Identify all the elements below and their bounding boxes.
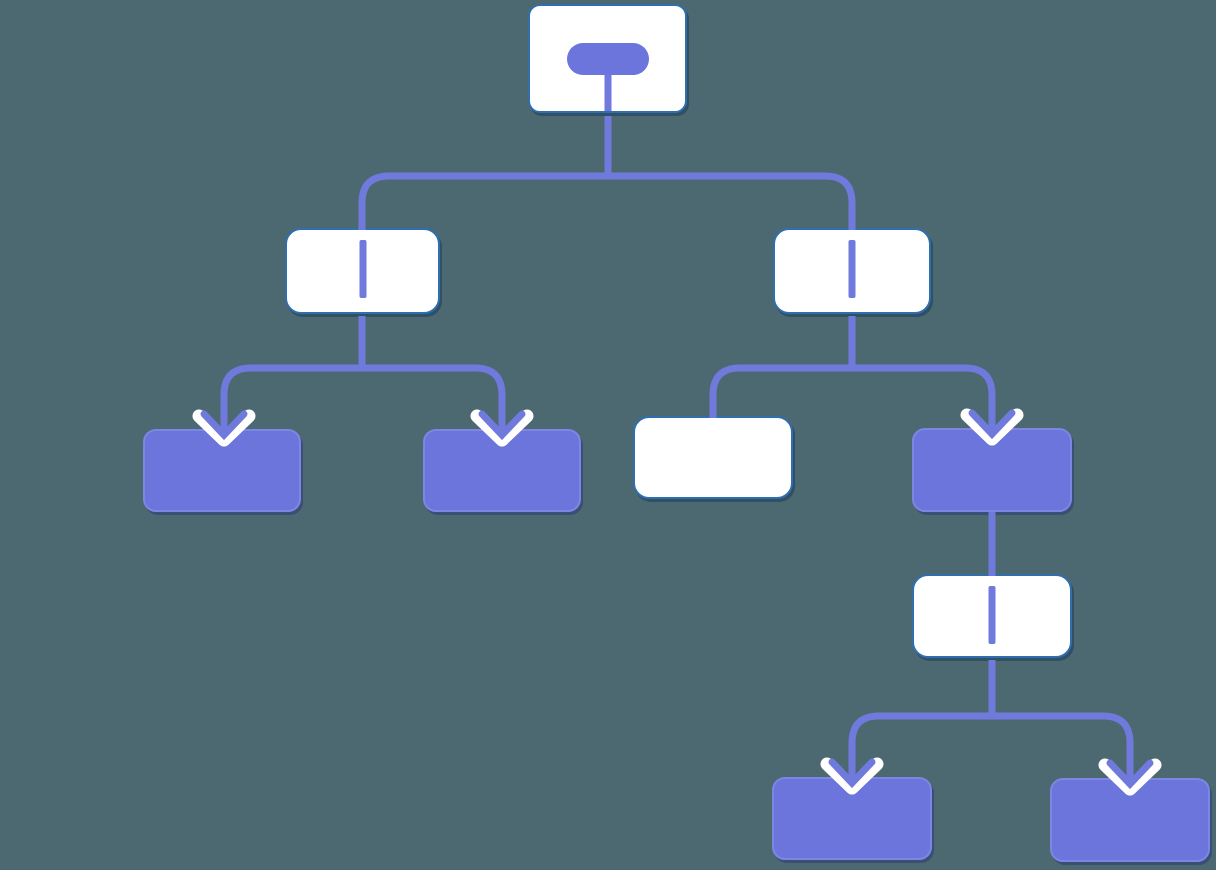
node-action-left-2[interactable]: [423, 429, 581, 512]
node-action-left-1[interactable]: [143, 429, 301, 512]
pill-shape-icon: [566, 43, 649, 75]
connector-edge: [848, 712, 1134, 784]
divider-bar-icon: [359, 240, 366, 298]
pill-stem: [604, 75, 611, 111]
node-action-bottom-1[interactable]: [772, 777, 932, 860]
node-start[interactable]: [528, 4, 687, 113]
node-split-left[interactable]: [285, 228, 440, 314]
divider-bar-icon: [848, 240, 856, 298]
node-action-right[interactable]: [912, 428, 1072, 512]
connector-edge: [358, 172, 856, 230]
node-split-bottom[interactable]: [912, 574, 1072, 658]
node-split-right[interactable]: [773, 228, 931, 314]
connector-edge: [220, 364, 506, 435]
divider-bar-icon: [988, 586, 996, 644]
node-action-bottom-2[interactable]: [1050, 778, 1210, 862]
node-placeholder-right[interactable]: [633, 416, 793, 499]
